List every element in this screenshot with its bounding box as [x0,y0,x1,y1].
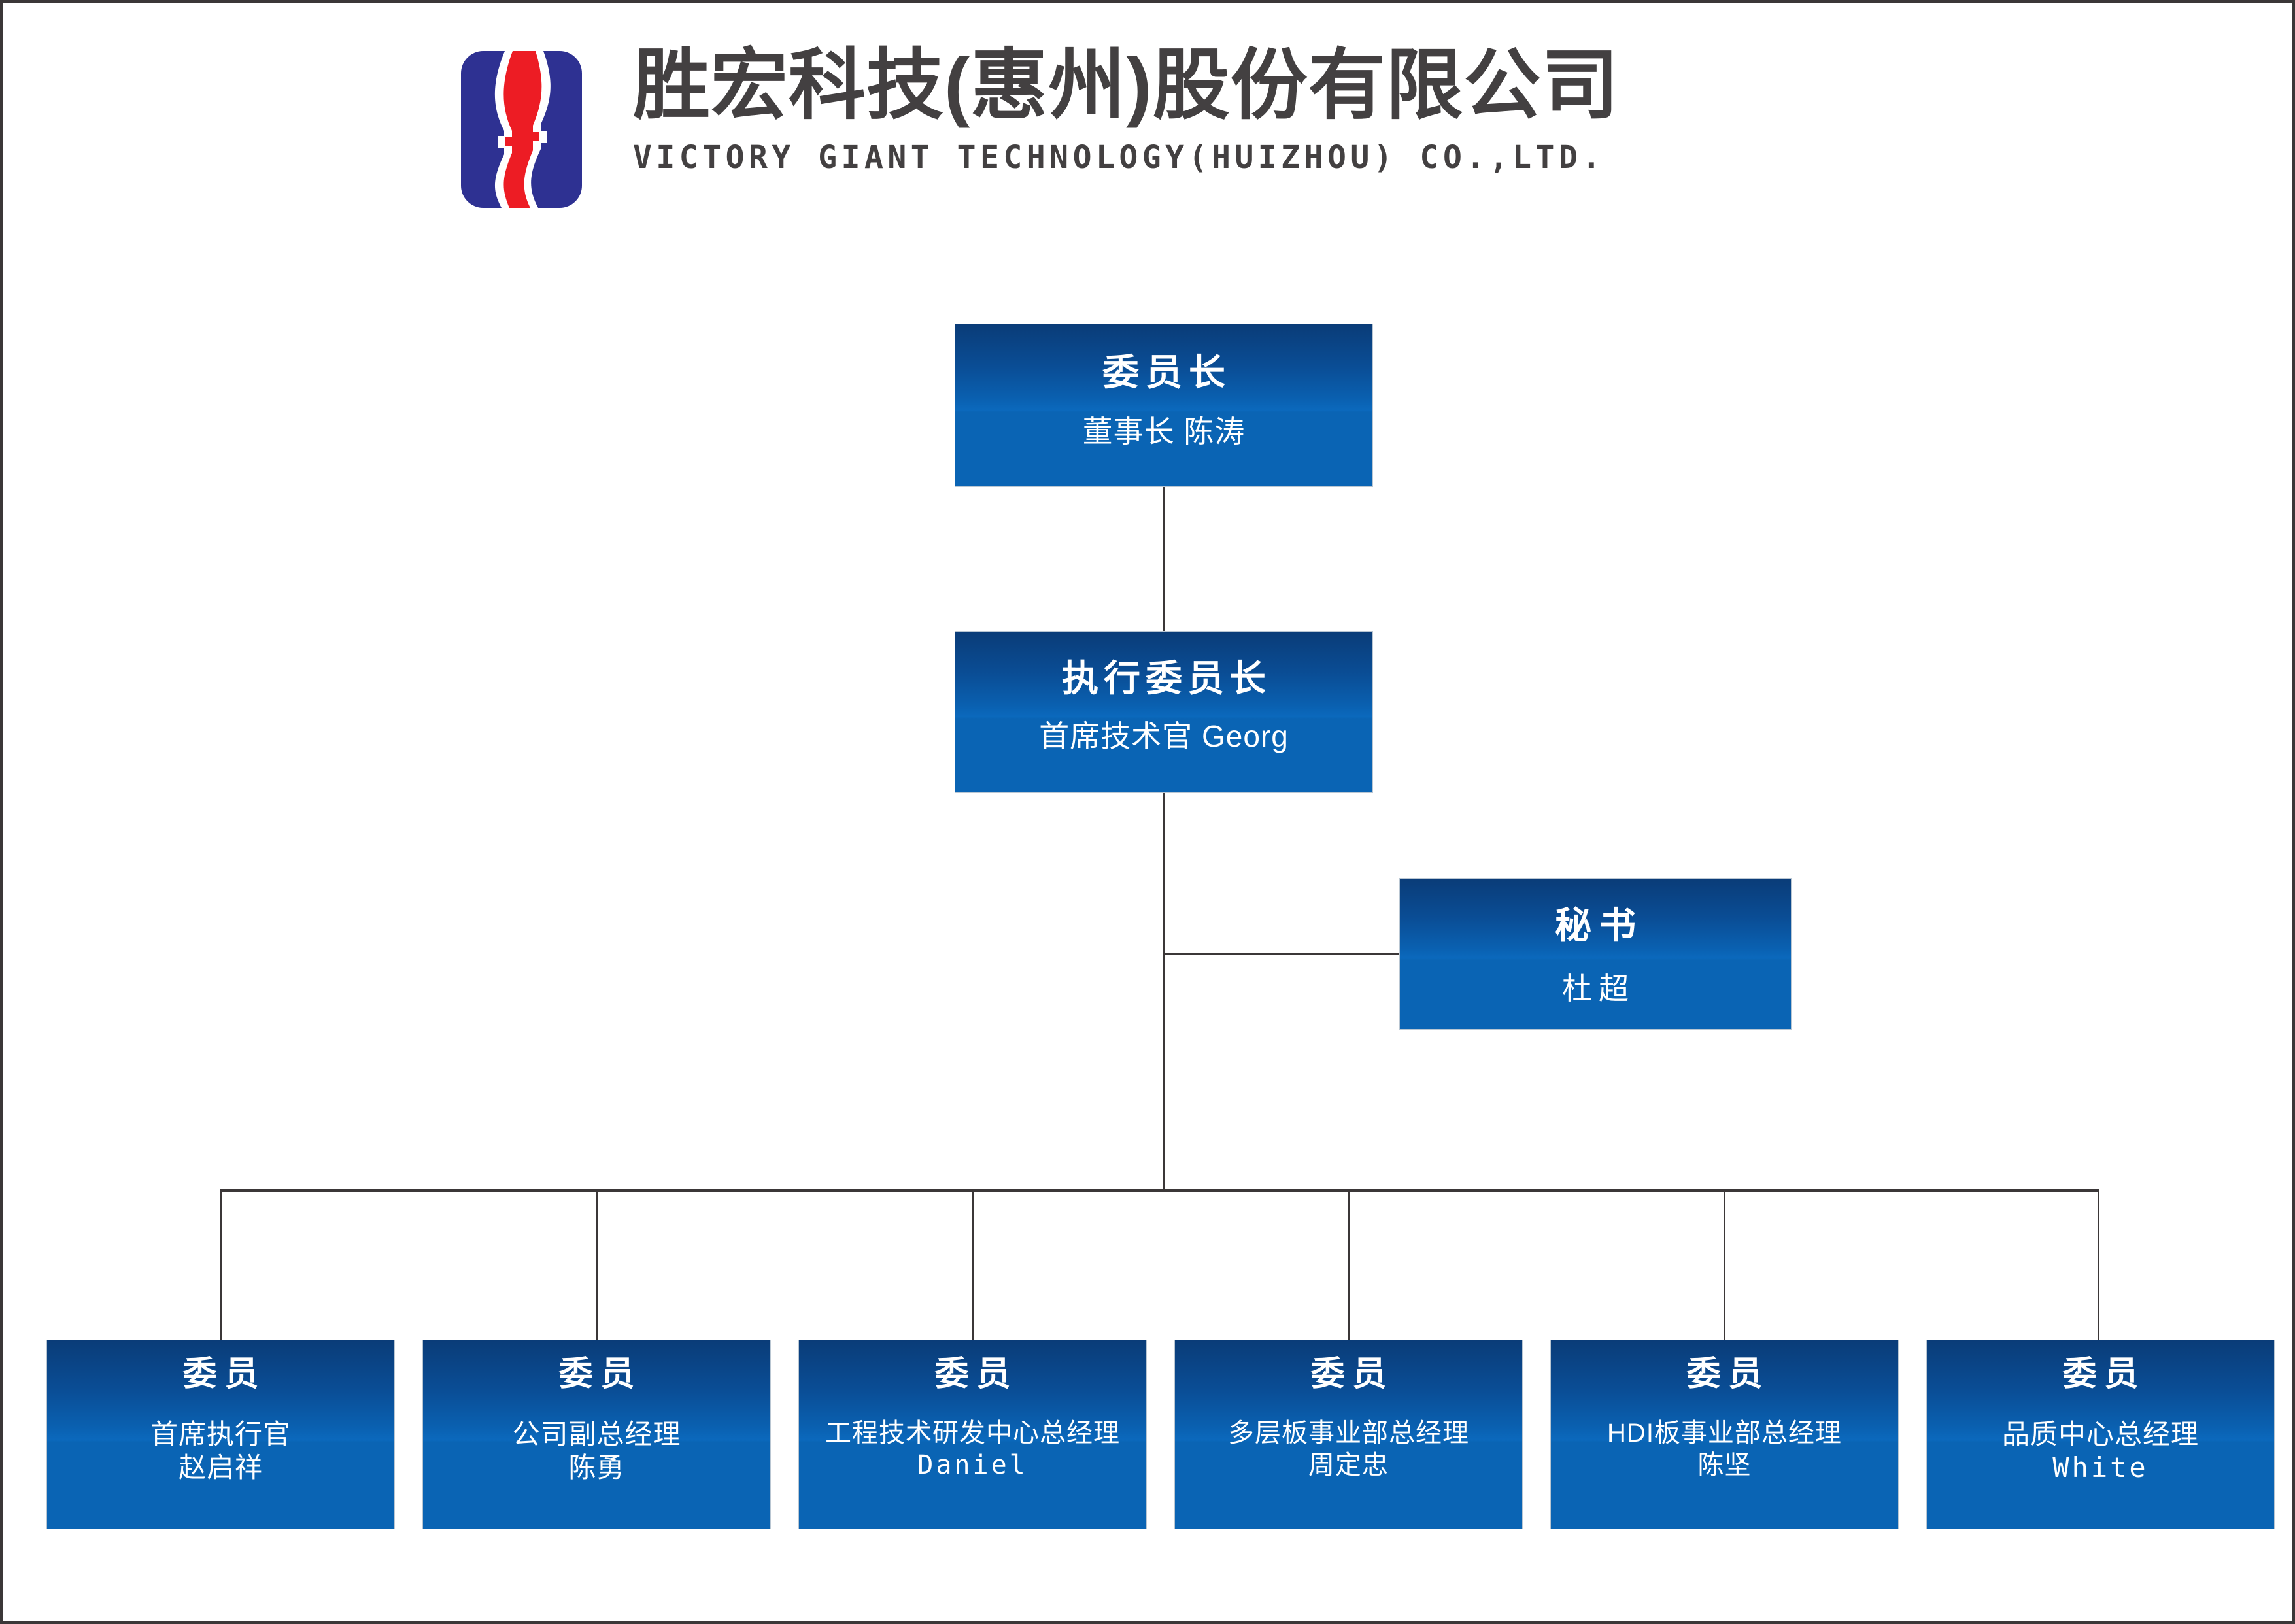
company-brand-header: 胜宏科技(惠州)股份有限公司 VICTORY GIANT TECHNOLOGY(… [461,46,1620,208]
brand-text-block: 胜宏科技(惠州)股份有限公司 VICTORY GIANT TECHNOLOGY(… [633,46,1620,176]
logo-s-wave-icon [494,51,551,208]
connector-drop-member-1 [220,1189,222,1340]
org-node-title: 委员 [558,1355,643,1393]
org-node-title: 委员 [1686,1355,1771,1393]
org-node-title: 委员长 [1102,352,1232,393]
victory-giant-logo-icon [461,51,582,208]
org-node-title: 委员 [1310,1355,1395,1393]
org-node-subtitle: 首席技术官 Georg [1039,719,1289,753]
org-node-secretary[interactable]: 秘书 杜超 [1399,878,1792,1030]
member-role: 品质中心总经理 [2001,1419,2199,1449]
company-name-en: VICTORY GIANT TECHNOLOGY(HUIZHOU) CO.,LT… [633,139,1605,176]
connector-drop-member-3 [972,1189,974,1340]
org-node-subtitle: 工程技术研发中心总经理 Daniel [821,1417,1124,1481]
member-role: HDI板事业部总经理 [1607,1419,1842,1447]
org-node-member-2[interactable]: 委员 公司副总经理 陈勇 [422,1340,771,1529]
org-node-member-1[interactable]: 委员 首席执行官 赵启祥 [46,1340,395,1529]
org-node-member-6[interactable]: 委员 品质中心总经理 White [1926,1340,2275,1529]
org-node-subtitle: 公司副总经理 陈勇 [508,1417,685,1484]
member-role: 多层板事业部总经理 [1228,1419,1469,1447]
org-node-subtitle: HDI板事业部总经理 陈坚 [1603,1417,1846,1481]
connector-drop-member-6 [2098,1189,2100,1340]
connector-chairman-to-executive [1163,487,1164,631]
member-name: Daniel [917,1449,1028,1480]
member-name: White [2052,1451,2149,1484]
connector-drop-member-4 [1348,1189,1350,1340]
connector-executive-to-secretary [1163,953,1399,955]
connector-drop-member-2 [596,1189,598,1340]
member-role: 首席执行官 [150,1419,291,1449]
member-name: 赵启祥 [178,1452,263,1483]
member-name: 周定忠 [1308,1450,1389,1480]
org-node-subtitle: 首席执行官 赵启祥 [146,1417,295,1484]
connector-executive-downward [1163,793,1164,1191]
org-node-member-5[interactable]: 委员 HDI板事业部总经理 陈坚 [1550,1340,1899,1529]
org-node-title: 委员 [182,1355,267,1393]
org-node-subtitle: 杜超 [1562,972,1635,1006]
member-name: 陈坚 [1697,1450,1752,1480]
org-node-title: 委员 [2062,1355,2147,1393]
org-node-member-3[interactable]: 委员 工程技术研发中心总经理 Daniel [798,1340,1147,1529]
org-node-title: 执行委员长 [1062,658,1271,699]
member-name: 陈勇 [568,1452,625,1483]
org-node-subtitle: 品质中心总经理 White [1998,1417,2203,1484]
member-role: 公司副总经理 [512,1419,681,1449]
org-node-member-4[interactable]: 委员 多层板事业部总经理 周定忠 [1174,1340,1523,1529]
org-node-subtitle: 多层板事业部总经理 周定忠 [1224,1417,1473,1481]
connector-drop-member-5 [1724,1189,1726,1340]
org-node-chairman[interactable]: 委员长 董事长 陈涛 [955,324,1373,487]
connector-members-horizontal-bus [220,1189,2098,1192]
org-node-title: 委员 [934,1355,1019,1393]
member-role: 工程技术研发中心总经理 [825,1419,1120,1447]
org-node-executive-chairman[interactable]: 执行委员长 首席技术官 Georg [955,631,1373,793]
org-node-title: 秘书 [1555,905,1644,946]
company-name-cn: 胜宏科技(惠州)股份有限公司 [633,42,1620,129]
org-node-subtitle: 董事长 陈涛 [1082,414,1246,448]
